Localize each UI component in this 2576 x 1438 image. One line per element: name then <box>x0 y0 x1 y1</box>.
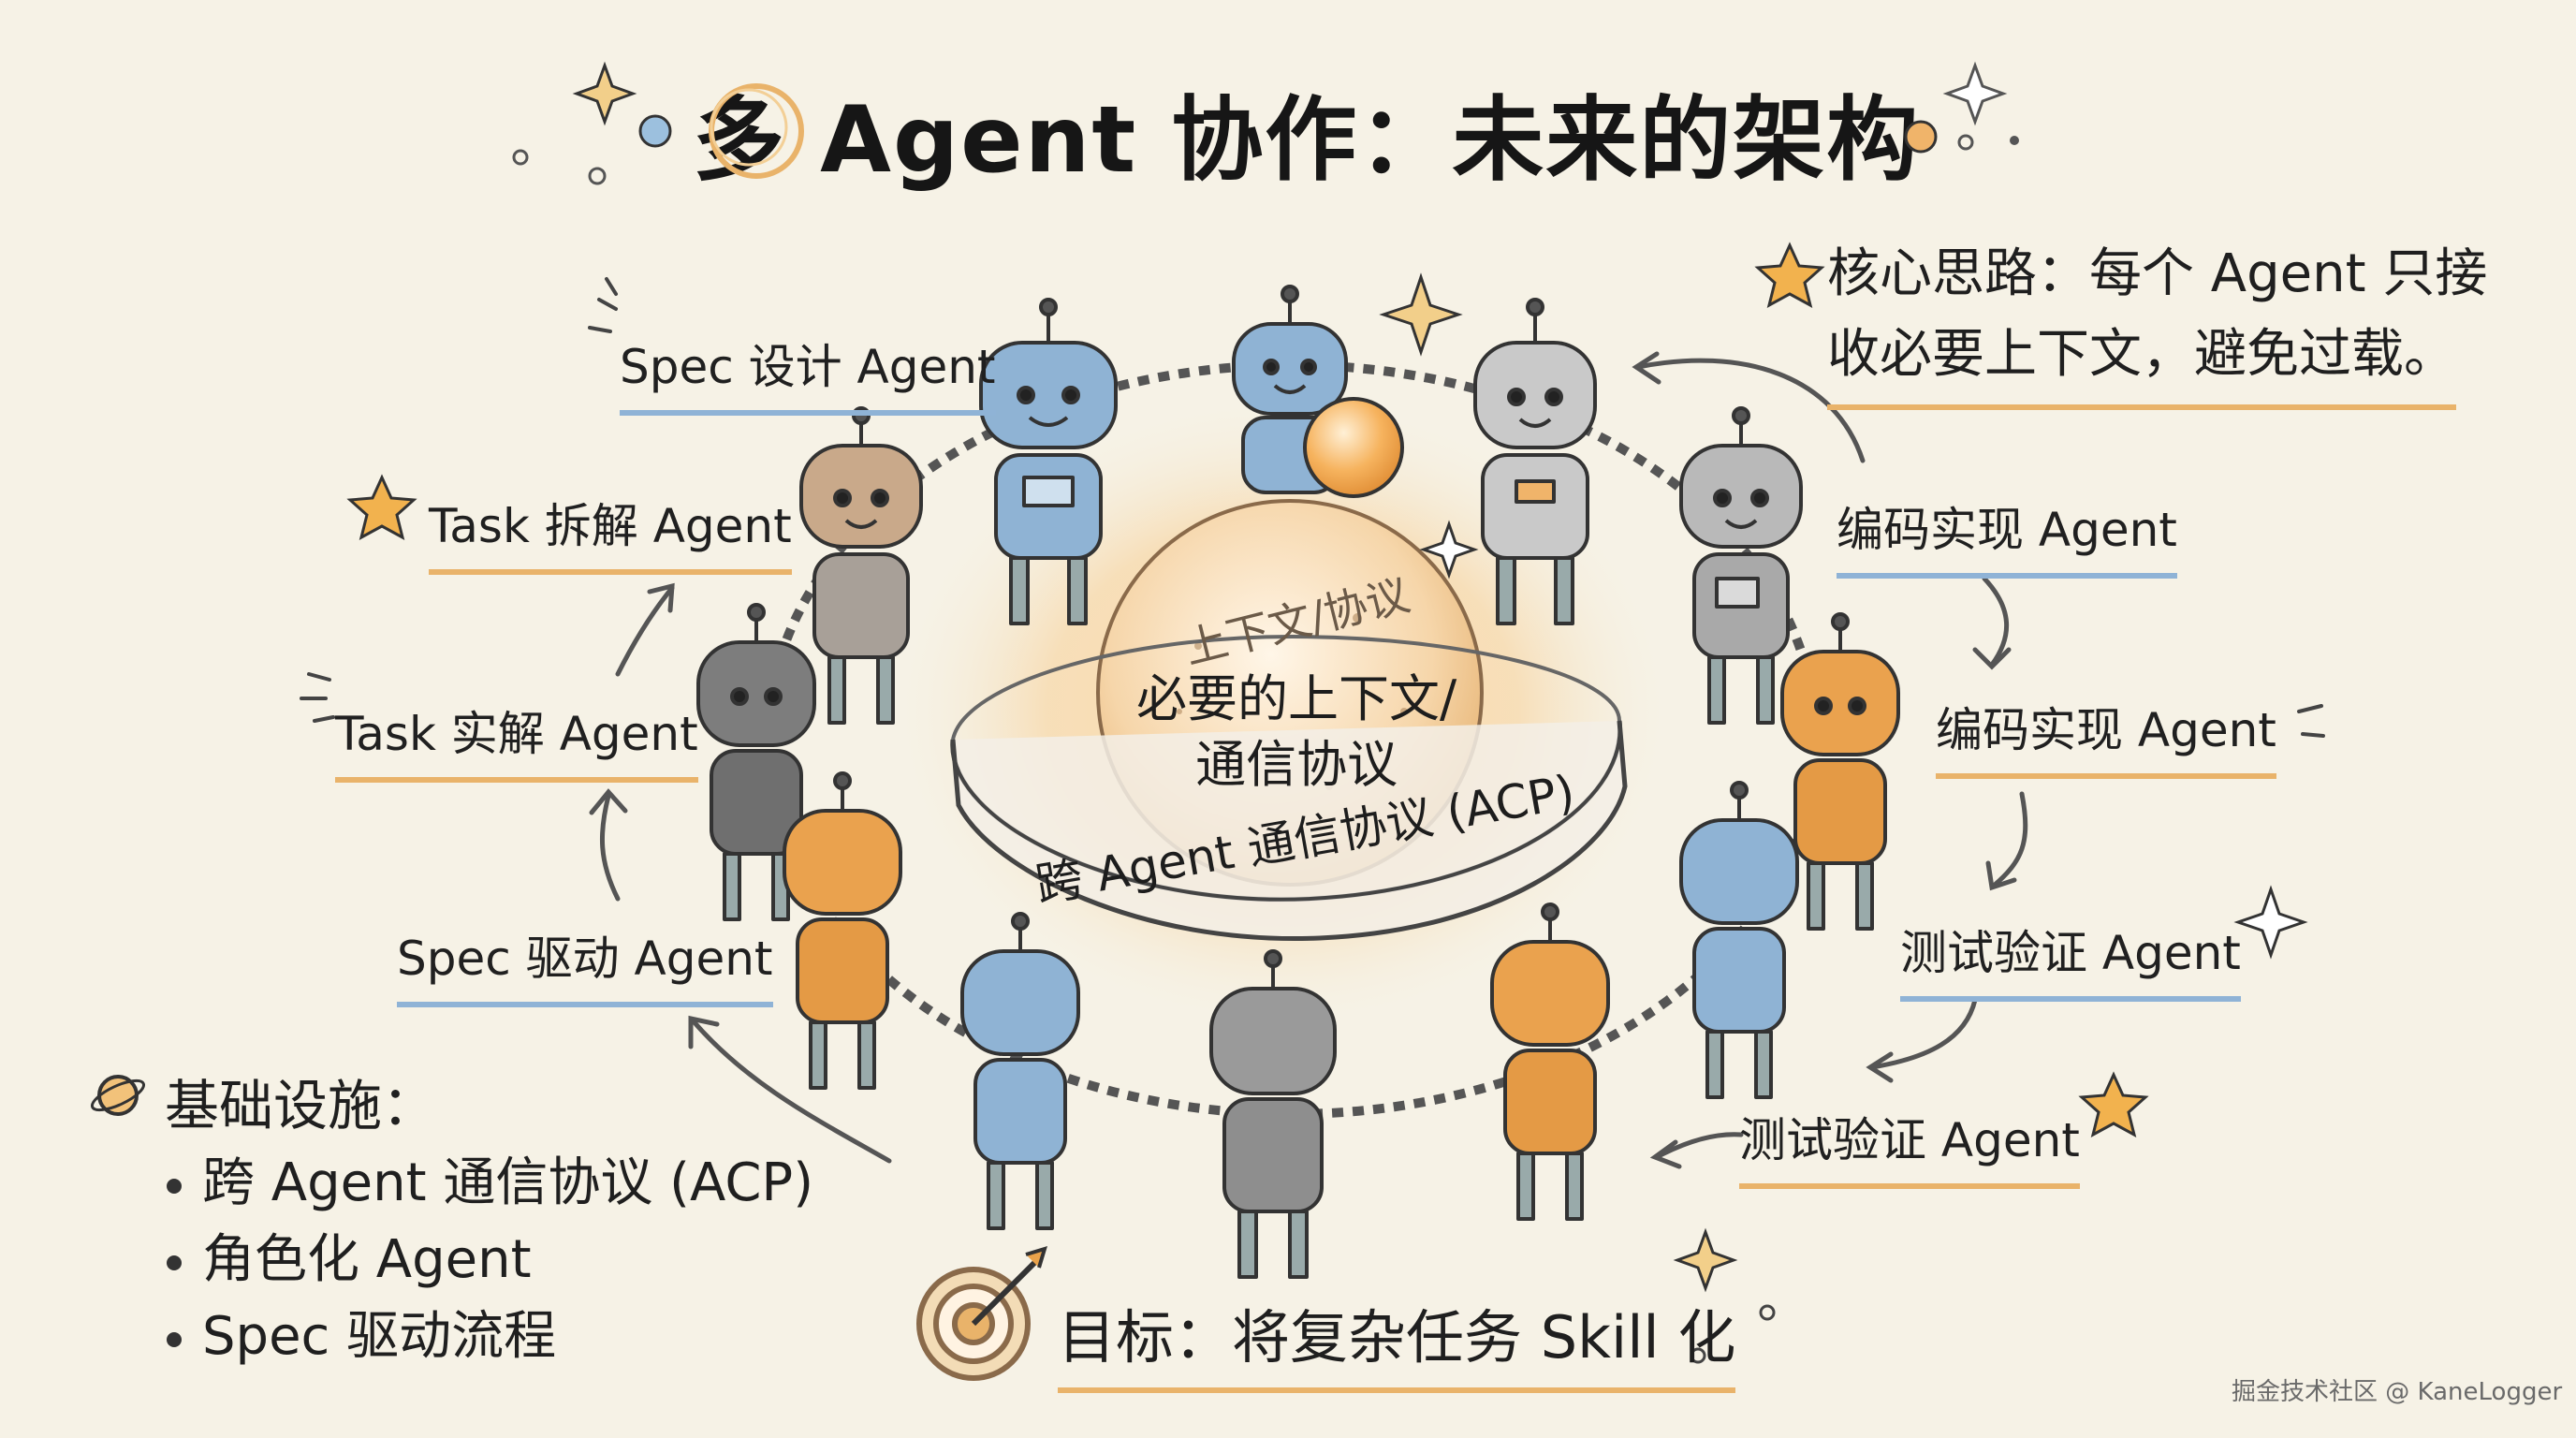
infra-item-text: 角色化 Agent <box>202 1229 532 1290</box>
label-coding-2: 编码实现 Agent <box>1936 693 2276 779</box>
goal-text: 目标：将复杂任务 Skill 化 <box>1058 1290 1736 1393</box>
sphere-main-label: 必要的上下文/ 通信协议 <box>1136 667 1456 798</box>
infra-item: 跨 Agent 通信协议 (ACP) <box>167 1140 813 1216</box>
infra-item-text: Spec 驱动流程 <box>202 1306 557 1367</box>
sphere-line1: 必要的上下文/ <box>1136 669 1457 728</box>
target-icon <box>916 1246 1047 1381</box>
robot-ring <box>696 285 1900 1279</box>
label-task-solve: Task 实解 Agent <box>335 697 698 783</box>
sphere-line2: 通信协议 <box>1195 735 1398 794</box>
core-idea-line2: 收必要上下文，避免过载。 <box>1827 315 2456 410</box>
label-coding-1: 编码实现 Agent <box>1837 492 2177 579</box>
label-testing-2: 测试验证 Agent <box>1739 1103 2080 1189</box>
robot-upper-right-1 <box>1473 298 1597 625</box>
robot-right-gray <box>1679 406 1803 725</box>
core-idea: 核心思路：每个 Agent 只接 收必要上下文，避免过载。 <box>1827 234 2487 410</box>
core-idea-line1: 核心思路：每个 Agent 只接 <box>1827 243 2488 304</box>
robot-bottom-right-orange <box>1490 902 1610 1221</box>
robot-left-tan <box>799 406 923 725</box>
robot-upper-left-1 <box>979 298 1118 625</box>
star-icons <box>346 242 2149 1137</box>
flow-arrows <box>589 351 2028 1169</box>
orb <box>1303 397 1404 498</box>
label-testing-1: 测试验证 Agent <box>1900 916 2241 1002</box>
infra-item: 角色化 Agent <box>167 1217 532 1293</box>
planet-icon <box>90 1075 146 1116</box>
sparkles <box>1379 272 2308 1293</box>
label-spec-drive: Spec 驱动 Agent <box>397 921 773 1007</box>
label-spec-design: Spec 设计 Agent <box>620 330 996 416</box>
infra-item: Spec 驱动流程 <box>167 1294 556 1370</box>
robot-lower-right-blue <box>1679 781 1799 1099</box>
robot-right-orange <box>1780 612 1900 931</box>
label-task-split: Task 拆解 Agent <box>429 489 792 575</box>
watermark: 掘金技术社区 @ KaneLogger <box>2232 1378 2563 1406</box>
acp-band <box>950 634 1628 942</box>
robot-bottom-left-blue <box>960 912 1080 1230</box>
title-decoration <box>512 61 2019 185</box>
robot-lower-left-orange <box>783 771 902 1090</box>
robot-bottom-center-gray <box>1209 949 1337 1279</box>
goal: 目标：将复杂任务 Skill 化 <box>1058 1290 1736 1393</box>
page-title: 多 Agent 协作：未来的架构 <box>693 87 1921 194</box>
infra-item-text: 跨 Agent 通信协议 (ACP) <box>202 1152 814 1213</box>
infra-title: 基础设施： <box>165 1074 437 1137</box>
robot-left-dark <box>696 603 816 921</box>
